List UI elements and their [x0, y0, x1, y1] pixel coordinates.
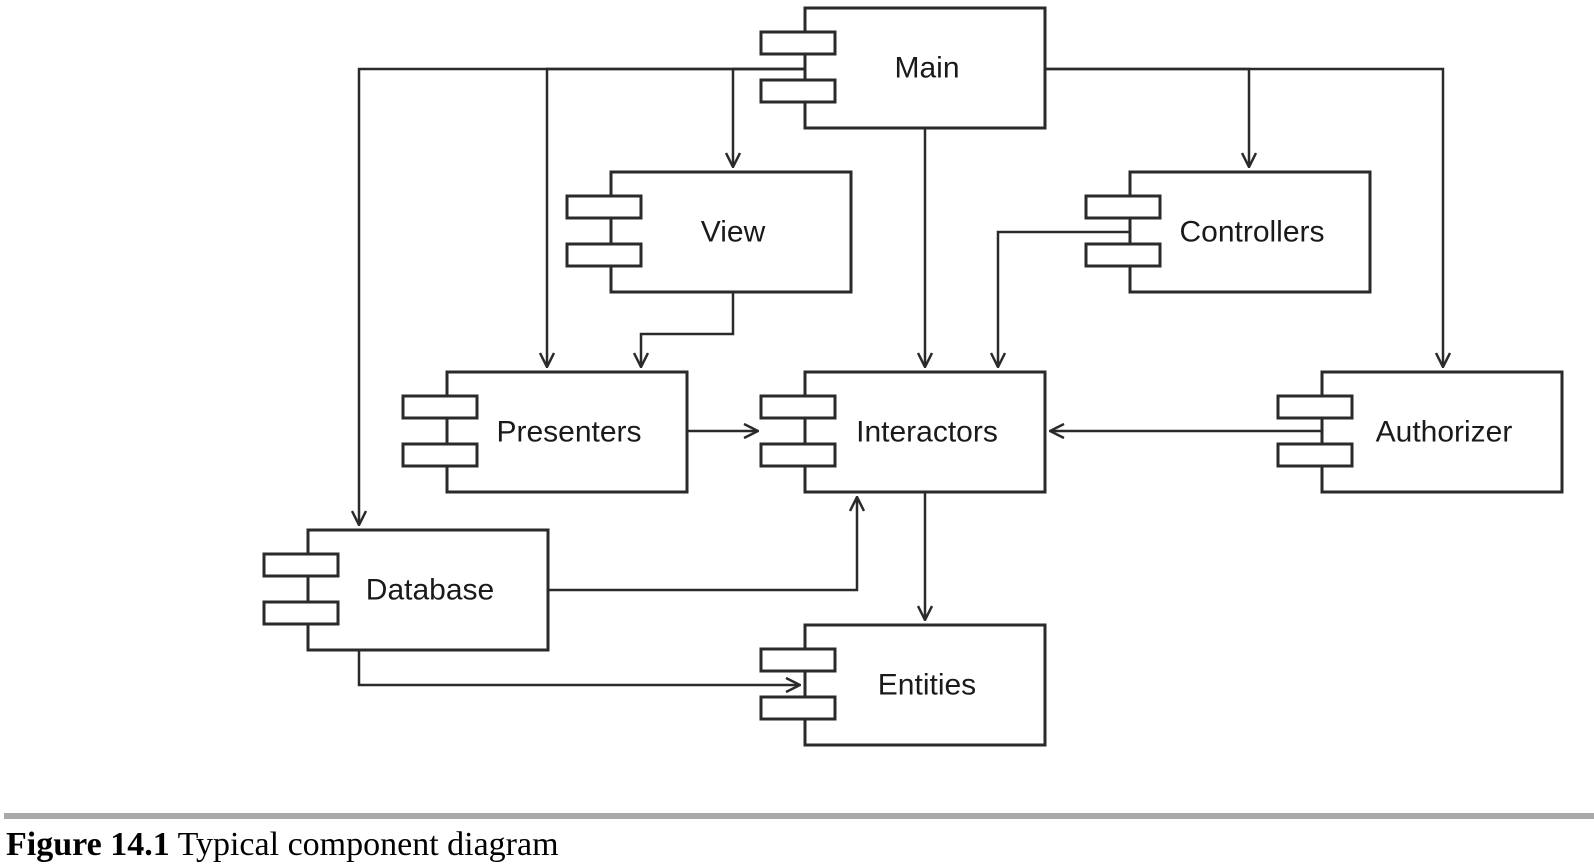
component-tab-icon: [1276, 442, 1354, 468]
component-authorizer: Authorizer: [1276, 370, 1564, 494]
component-entities: Entities: [759, 623, 1047, 747]
component-box: [445, 370, 689, 494]
component-tab-icon: [759, 78, 837, 104]
component-box: [803, 370, 1047, 494]
component-label: Database: [366, 574, 494, 607]
component-view: View: [565, 170, 853, 294]
component-tab-icon: [401, 442, 479, 468]
component-box: [803, 6, 1047, 130]
component-tab-icon: [262, 600, 340, 626]
component-tab-icon: [759, 30, 837, 56]
component-box: [1320, 370, 1564, 494]
component-tab-icon: [759, 695, 837, 721]
edge-main-to-authorizer: [1045, 67, 1443, 367]
component-tab-icon: [1084, 242, 1162, 268]
edge-main-to-database: [359, 67, 805, 525]
component-box: [306, 528, 550, 652]
component-label: Main: [894, 52, 959, 85]
component-label: Authorizer: [1376, 416, 1513, 449]
component-tab-icon: [262, 552, 340, 578]
component-tab-icon: [401, 394, 479, 420]
component-tab-icon: [565, 194, 643, 220]
edge-database-to-entities: [357, 650, 800, 685]
component-presenters: Presenters: [401, 370, 689, 494]
component-label: Presenters: [496, 416, 641, 449]
edge-controllers-to-interactors: [998, 230, 1130, 367]
component-tab-icon: [565, 242, 643, 268]
component-box: [1128, 170, 1372, 294]
component-interactors: Interactors: [759, 370, 1047, 494]
component-controllers: Controllers: [1084, 170, 1372, 294]
component-label: Controllers: [1179, 216, 1324, 249]
caption-text: Typical component diagram: [177, 826, 559, 863]
component-tab-icon: [1276, 394, 1354, 420]
edge-view-to-presenters: [641, 292, 735, 367]
component-label: View: [701, 216, 766, 249]
component-tab-icon: [759, 442, 837, 468]
figure-number: Figure 14.1: [6, 826, 170, 863]
caption-divider: [4, 813, 1594, 819]
component-box: [609, 170, 853, 294]
component-database: Database: [262, 528, 550, 652]
component-main: Main: [759, 6, 1047, 130]
component-box: [803, 623, 1047, 747]
component-label: Interactors: [856, 416, 998, 449]
component-tab-icon: [759, 394, 837, 420]
edge-database-to-interactors: [548, 497, 857, 592]
component-tab-icon: [759, 647, 837, 673]
component-label: Entities: [878, 669, 976, 702]
edge-main-to-controllers: [1045, 67, 1249, 167]
figure-caption: Figure 14.1 Typical component diagram: [6, 826, 559, 864]
dependency-arrows: [357, 67, 1443, 685]
component-tab-icon: [1084, 194, 1162, 220]
